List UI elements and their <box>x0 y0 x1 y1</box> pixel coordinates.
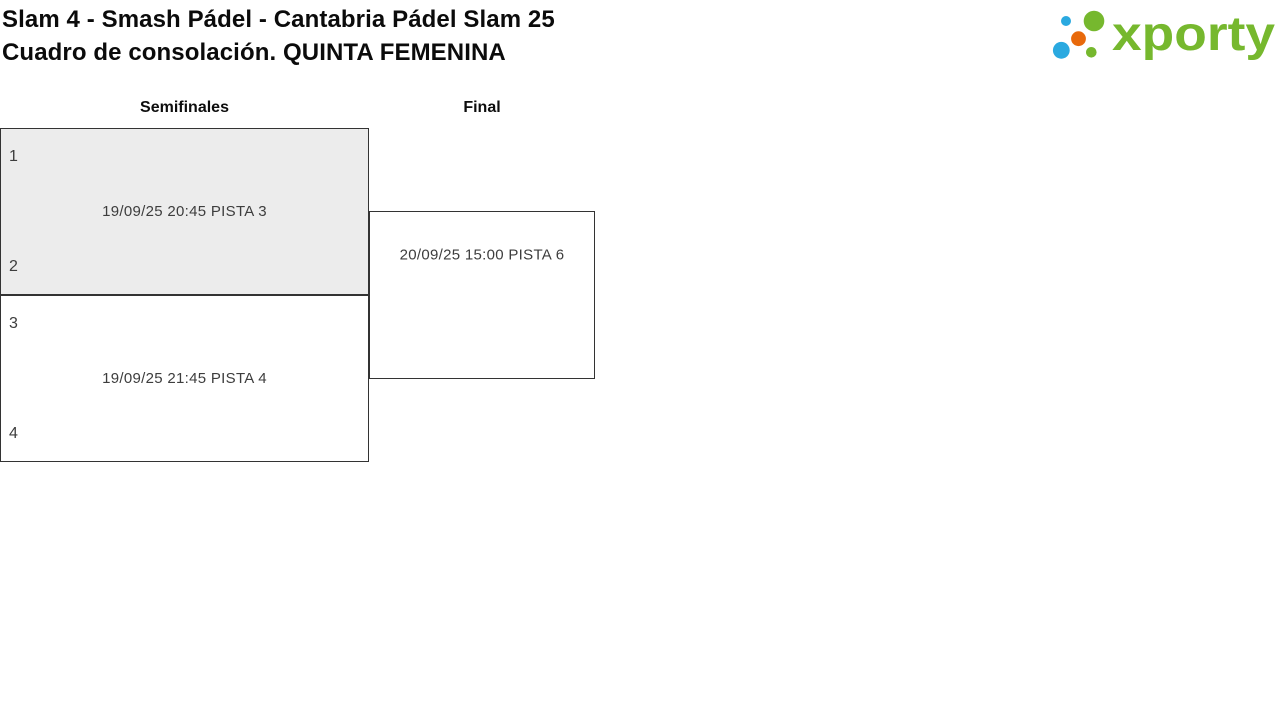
match-box-semifinal-2[interactable]: 3 19/09/25 21:45 PISTA 4 4 <box>0 295 369 462</box>
logo-dot-green-large-icon <box>1083 10 1105 32</box>
seed-number: 3 <box>9 314 18 332</box>
seed-number: 4 <box>9 424 18 442</box>
player-slot-4[interactable]: 4 <box>1 406 368 461</box>
player-slot-3[interactable]: 3 <box>1 296 368 351</box>
match-box-semifinal-1[interactable]: 1 19/09/25 20:45 PISTA 3 2 <box>0 128 369 295</box>
round-header-final: Final <box>463 99 501 116</box>
page-title: Slam 4 - Smash Pádel - Cantabria Pádel S… <box>2 3 555 69</box>
bracket-subtitle: Cuadro de consolación. QUINTA FEMENINA <box>2 39 506 66</box>
logo-wordmark: xporty <box>1112 8 1275 61</box>
round-header-semifinales: Semifinales <box>140 99 229 116</box>
seed-number: 1 <box>9 147 18 165</box>
seed-number: 2 <box>9 257 18 275</box>
logo-dot-blue-small-icon <box>1061 16 1071 26</box>
match-box-final[interactable]: 20/09/25 15:00 PISTA 6 <box>369 211 595 379</box>
match-schedule: 19/09/25 21:45 PISTA 4 <box>102 370 267 387</box>
xporty-logo[interactable]: xporty <box>1048 0 1280 72</box>
logo-dot-orange-icon <box>1071 31 1086 47</box>
logo-dot-blue-large-icon <box>1052 41 1070 59</box>
logo-dot-green-small-icon <box>1086 47 1097 58</box>
player-slot-1[interactable]: 1 <box>1 129 368 184</box>
player-slot-2[interactable]: 2 <box>1 239 368 294</box>
match-schedule: 20/09/25 15:00 PISTA 6 <box>399 246 565 264</box>
tournament-title: Slam 4 - Smash Pádel - Cantabria Pádel S… <box>2 6 555 33</box>
match-schedule: 19/09/25 20:45 PISTA 3 <box>102 203 267 220</box>
